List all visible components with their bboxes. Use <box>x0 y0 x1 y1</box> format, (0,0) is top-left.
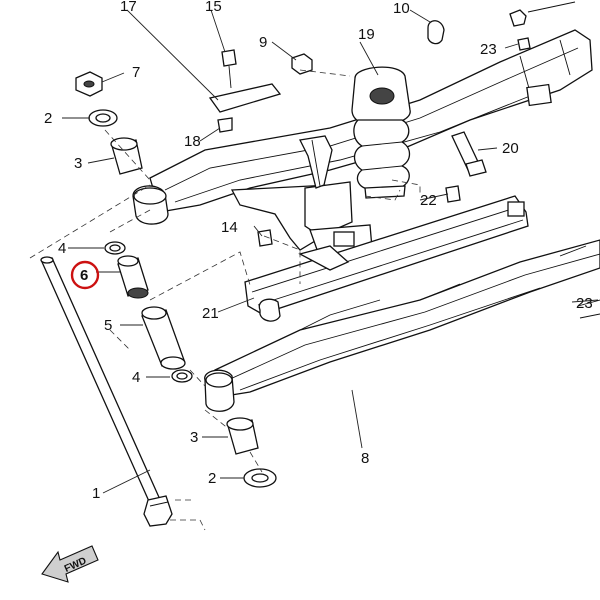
callout-19: 19 <box>358 26 375 43</box>
callout-8: 8 <box>361 450 369 467</box>
callout-3-bottom: 3 <box>190 429 198 446</box>
callout-6: 6 <box>80 267 88 284</box>
callout-5: 5 <box>104 317 112 334</box>
callout-7: 7 <box>132 64 140 81</box>
callout-20: 20 <box>502 140 519 157</box>
callout-2-bottom: 2 <box>208 470 216 487</box>
callout-15: 15 <box>205 0 222 15</box>
callout-22: 22 <box>420 192 437 209</box>
small-parts <box>75 1 576 488</box>
callout-4-bottom: 4 <box>132 369 140 386</box>
lower-arm <box>204 239 600 412</box>
callout-23-top: 23 <box>480 41 497 58</box>
callout-17: 17 <box>120 0 137 15</box>
leader-lines <box>62 9 599 494</box>
assembly-lines <box>29 69 421 531</box>
callout-4-top: 4 <box>58 240 66 257</box>
callout-2-top: 2 <box>44 110 52 127</box>
callout-23-right: 23 <box>576 295 593 312</box>
frame-edge <box>577 299 600 319</box>
pivot-bolt <box>40 256 173 527</box>
callout-3-top: 3 <box>74 155 82 172</box>
callout-labels: 17 15 10 9 19 23 7 2 18 20 3 22 14 4 6 2… <box>44 0 593 502</box>
callout-10: 10 <box>393 0 410 17</box>
callout-9: 9 <box>259 34 267 51</box>
fwd-arrow: FWD <box>41 545 99 583</box>
callout-21: 21 <box>202 305 219 322</box>
highlight-ring <box>70 260 100 290</box>
callout-14: 14 <box>221 219 238 236</box>
shock-absorber <box>351 66 411 199</box>
callout-1: 1 <box>92 485 100 502</box>
frame-plate <box>244 195 529 322</box>
callout-18: 18 <box>184 133 201 150</box>
